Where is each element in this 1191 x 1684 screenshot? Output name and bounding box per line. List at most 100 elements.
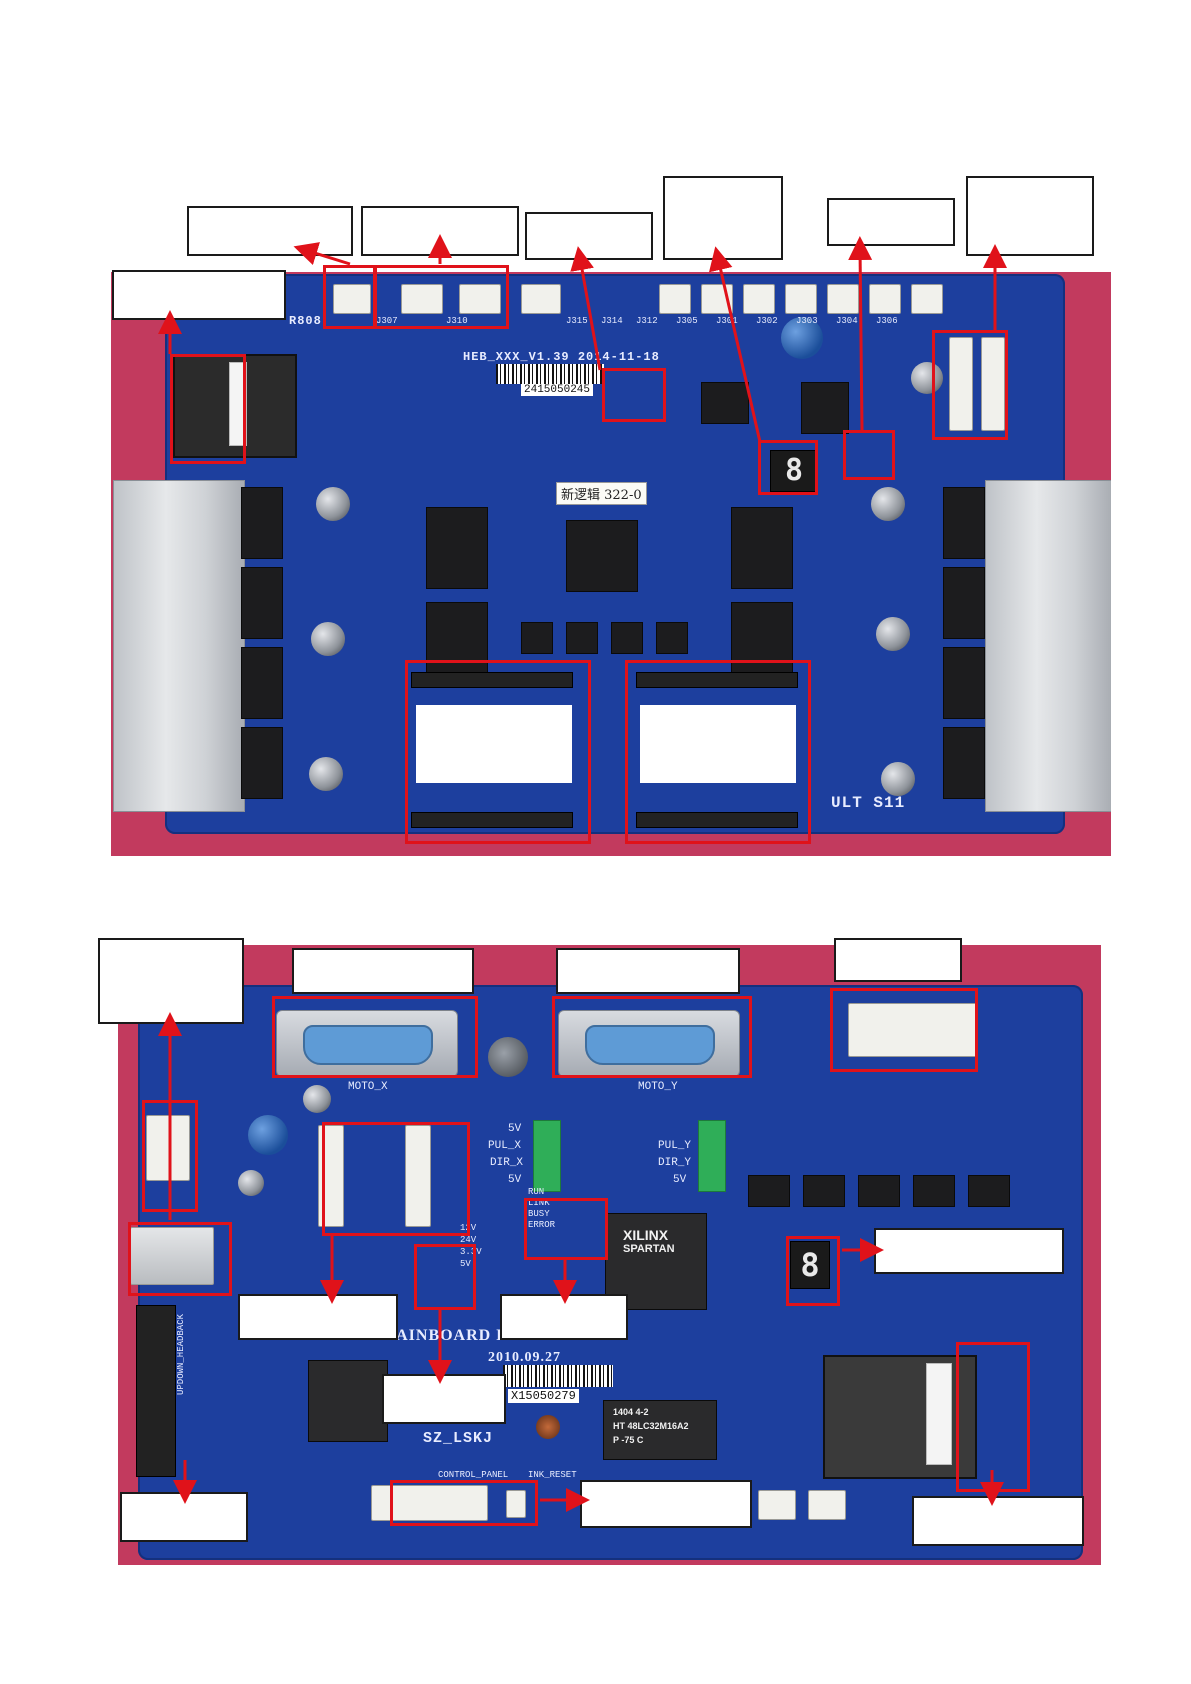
callout-box xyxy=(663,176,783,260)
bottom-inductor xyxy=(248,1115,288,1155)
top-corner-text: R808 xyxy=(289,314,322,328)
highlight-ribbon-connectors xyxy=(932,330,1008,440)
callout-box xyxy=(292,948,474,994)
connector-ref-label: J306 xyxy=(876,316,898,326)
top-small-chip xyxy=(656,622,688,654)
top-driver-chip xyxy=(426,507,488,589)
xilinx-fpga xyxy=(605,1213,707,1310)
motor-label: MOTO_X xyxy=(348,1081,388,1093)
callout-box xyxy=(98,938,244,1024)
head-connector xyxy=(411,672,573,688)
mainboard-model-text: SZ_LSKJ xyxy=(423,1430,494,1447)
top-bottom-text: ULT S11 xyxy=(831,794,906,812)
right-transistor-3 xyxy=(943,647,985,719)
left-power-connector xyxy=(146,1115,190,1181)
highlight-status-leds xyxy=(524,1198,608,1260)
head-connector xyxy=(411,812,573,828)
top-connector xyxy=(701,284,733,314)
highlight-power-leds xyxy=(414,1244,476,1310)
top-capacitor xyxy=(311,622,345,656)
arrow-line xyxy=(848,236,873,431)
power-led-label: 3.3V xyxy=(460,1247,482,1257)
terminal-label: DIR_Y xyxy=(658,1157,692,1169)
bottom-seven-segment-display: 8 xyxy=(790,1241,830,1289)
terminal-label: 5V xyxy=(508,1123,522,1135)
left-transistor-3 xyxy=(241,647,283,719)
connector-ref-label: J304 xyxy=(836,316,858,326)
left-transistor-4 xyxy=(241,727,283,799)
connector-ref-label: J315 xyxy=(566,316,588,326)
status-led-label: LINK xyxy=(528,1198,550,1208)
top-connector xyxy=(459,284,501,314)
moto-y-dsub-socket xyxy=(585,1025,715,1065)
highlight-power-connector xyxy=(830,988,978,1072)
terminal-label: 5V xyxy=(673,1174,687,1186)
blank-label-head-right xyxy=(640,705,796,783)
connector-ref-label: J301 xyxy=(716,316,738,326)
top-small-chip xyxy=(566,622,598,654)
top-main-fpga xyxy=(566,520,638,592)
terminal-label: PUL_Y xyxy=(658,1140,692,1152)
top-version-text: HEB_XXX_V1.39 2014-11-18 xyxy=(463,350,660,364)
highlight-head-connector-left xyxy=(405,660,591,844)
highlight-seven-segment-top xyxy=(758,440,818,495)
top-small-chip xyxy=(611,622,643,654)
bottom-serial-text: X15050279 xyxy=(508,1389,579,1403)
ink-reset-text: INK_RESET xyxy=(528,1470,577,1480)
updown-headback-connector xyxy=(136,1305,176,1477)
driver-chip xyxy=(858,1175,900,1207)
usb-connector xyxy=(130,1227,214,1285)
callout-box xyxy=(874,1228,1064,1274)
ram-text-line-3: P -75 C xyxy=(613,1435,644,1445)
power-led-label: 24V xyxy=(460,1235,477,1245)
connector-ref-label: J303 xyxy=(796,316,818,326)
bottom-buzzer xyxy=(488,1037,528,1077)
bottom-capacitor xyxy=(238,1170,264,1196)
status-led-label: RUN xyxy=(528,1187,545,1197)
bottom-mcu-chip xyxy=(308,1360,388,1442)
head-connector xyxy=(636,812,798,828)
highlight-head-connector-right xyxy=(625,660,811,844)
callout-box xyxy=(112,270,286,320)
connector-ref-label: J307 xyxy=(376,316,398,326)
highlight-fiber-module-top xyxy=(170,354,246,464)
bottom-aux-connector xyxy=(808,1490,846,1520)
bottom-fiber-label xyxy=(926,1363,952,1465)
top-inductor xyxy=(781,317,823,359)
terminal-block-y xyxy=(698,1120,726,1192)
spartan-logo-text: SPARTAN xyxy=(623,1243,675,1255)
highlight-connector-group-b xyxy=(373,265,509,329)
bottom-aux-connector xyxy=(758,1490,796,1520)
callout-box xyxy=(580,1480,752,1528)
left-transistor-2 xyxy=(241,567,283,639)
control-panel-text: CONTROL_PANEL xyxy=(438,1470,509,1480)
top-barcode xyxy=(496,364,604,384)
top-connector xyxy=(659,284,691,314)
ram-text-line-2: HT 48LC32M16A2 xyxy=(613,1421,689,1431)
bottom-ram-chip xyxy=(603,1400,717,1460)
callout-box xyxy=(187,206,353,256)
arrow-line xyxy=(708,246,762,443)
highlight-leds-top xyxy=(843,430,895,480)
right-transistor-1 xyxy=(943,487,985,559)
callout-box xyxy=(834,938,962,982)
status-led-label: BUSY xyxy=(528,1209,550,1219)
right-transistor-2 xyxy=(943,567,985,639)
callout-box xyxy=(238,1294,398,1340)
arrow-line xyxy=(570,246,602,371)
callout-box xyxy=(556,948,740,994)
power-led-label: 5V xyxy=(460,1259,471,1269)
top-connector xyxy=(827,284,859,314)
power-connector xyxy=(848,1003,978,1057)
right-transistor-4 xyxy=(943,727,985,799)
top-connector xyxy=(785,284,817,314)
top-connector xyxy=(521,284,561,314)
top-left-heatsink xyxy=(113,480,245,812)
top-capacitor xyxy=(911,362,943,394)
top-fiber-label xyxy=(229,362,247,446)
highlight-seven-segment-bottom xyxy=(786,1236,840,1306)
highlight-moto-y xyxy=(552,996,752,1078)
top-regulator xyxy=(701,382,749,424)
left-transistor-1 xyxy=(241,487,283,559)
